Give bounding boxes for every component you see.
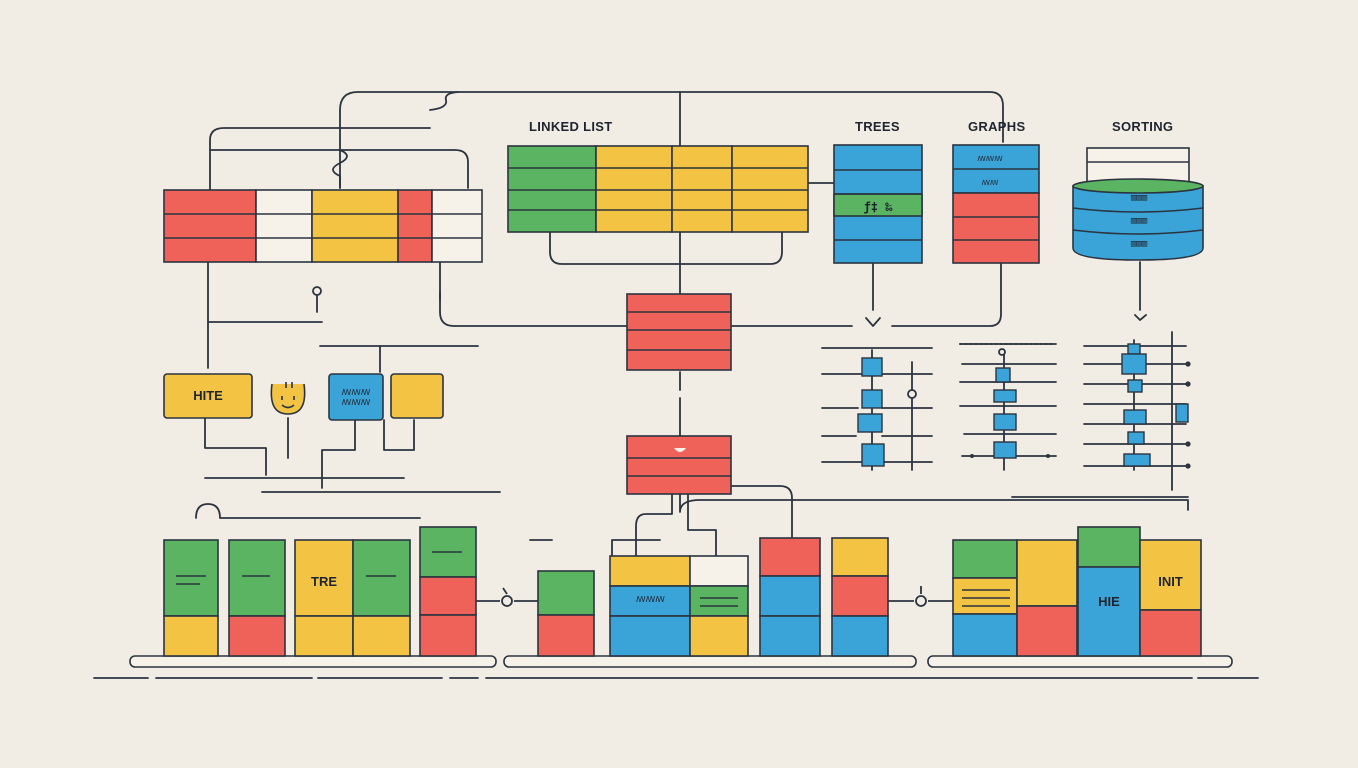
- graphs-stack: [952, 144, 1040, 264]
- label-graphs: GRAPHS: [968, 119, 1026, 134]
- connector-center-midfan: [687, 493, 717, 557]
- graph-nodes: [993, 367, 1017, 459]
- box-text-tre: TRE: [311, 574, 337, 589]
- graph-dot-a: [970, 454, 974, 458]
- connector-bottom-bump: [195, 503, 421, 519]
- connector-graph-right: [891, 261, 1002, 327]
- connector-yellow-bottom: [383, 419, 415, 451]
- node-circle-tree: [907, 389, 917, 399]
- label-linked-list: LINKED LIST: [529, 119, 613, 134]
- sorting-glyphs: ▥▥▥ ▥▥▥ ▥▥▥: [1131, 193, 1148, 249]
- graphs-glyph-1: ꟿꟿꟿ: [977, 155, 1003, 163]
- sort-dot-1: [1185, 361, 1191, 367]
- connector-center-fan: [679, 493, 1189, 513]
- blue-box-glyph-1: ꟿꟿꟿ: [342, 388, 371, 397]
- connector-top-main: [339, 91, 1004, 189]
- bottom-shelves: [129, 655, 1233, 668]
- connector-blue-bottom: [321, 419, 356, 489]
- sort-dot-3: [1185, 441, 1191, 447]
- connector-center-fan2: [611, 539, 661, 557]
- label-trees: TREES: [855, 119, 900, 134]
- node-circle-right: [915, 595, 927, 607]
- sort-dot-4: [1185, 463, 1191, 469]
- center-stack-top: [626, 293, 732, 371]
- connector-tree-arrow: [865, 317, 881, 327]
- tree-nodes: [857, 357, 885, 467]
- node-circle-graph: [998, 348, 1006, 356]
- bottom-left-group: [163, 526, 477, 657]
- connector-hite-bottom: [204, 417, 267, 476]
- label-sorting: SORTING: [1112, 119, 1174, 134]
- connector-squiggle: [332, 149, 348, 189]
- trees-stack: [833, 144, 923, 264]
- box-text-hite: HITE: [193, 388, 223, 403]
- tree-lines: [821, 347, 933, 471]
- center-stack-bottom: [626, 435, 732, 495]
- connector-center-leftfan: [635, 493, 673, 557]
- svg-text:▥▥▥: ▥▥▥: [1131, 193, 1148, 203]
- bottom-middle-group: [537, 537, 889, 657]
- svg-text:▥▥▥: ▥▥▥: [1131, 216, 1148, 226]
- sort-dot-2: [1185, 381, 1191, 387]
- svg-text:▥▥▥: ▥▥▥: [1131, 239, 1148, 249]
- connector-left-drop: [209, 149, 469, 189]
- left-array: [163, 189, 483, 263]
- blue-box-glyph-2: ꟿꟿꟿ: [342, 398, 371, 407]
- box-text-hie: HIE: [1098, 594, 1120, 609]
- connector-left-down: [207, 261, 323, 323]
- pin-circle-left: [312, 286, 322, 296]
- yellow-box-small: [390, 373, 444, 419]
- trees-stack-glyph: ƒ‡ ‰: [864, 200, 894, 214]
- connector-center-right: [731, 485, 793, 539]
- connector-top-left: [209, 127, 431, 191]
- smile-icon: [270, 382, 306, 415]
- graphs-glyph-2: ꟿꟿ: [982, 179, 999, 187]
- sorting-nodes: [1121, 343, 1189, 467]
- center-stack-notch: [674, 448, 686, 452]
- bottom-middle-glyph: ꟿꟿꟿ: [636, 595, 665, 604]
- connector-small-1: [502, 586, 922, 595]
- graph-dot-b: [1046, 454, 1050, 458]
- hite-box: [163, 373, 253, 419]
- linked-list-table: [507, 145, 809, 233]
- node-circle-mid: [501, 595, 513, 607]
- sorting-cylinder: [1072, 147, 1204, 261]
- box-text-init: INIT: [1158, 574, 1183, 589]
- connector-top-curl: [429, 91, 459, 111]
- connector-linked-bottom: [549, 231, 783, 265]
- blue-box: [328, 373, 384, 421]
- connector-sort-arrow: [1134, 314, 1147, 321]
- bottom-right-group: [952, 526, 1202, 657]
- connector-mid-loop: [439, 261, 627, 327]
